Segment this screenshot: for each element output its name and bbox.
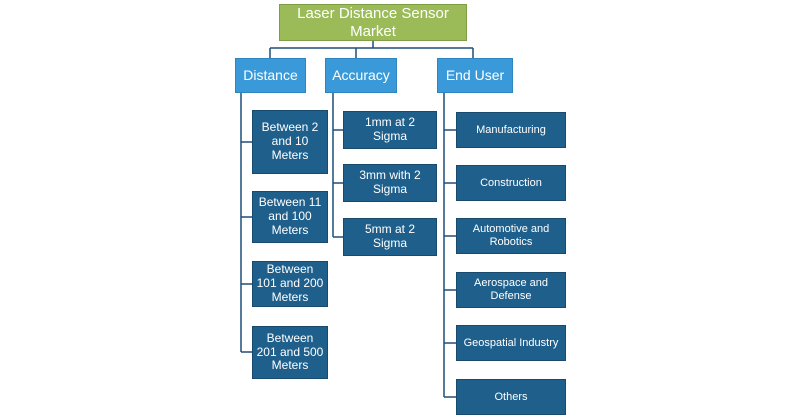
leaf-node: Others (456, 379, 566, 415)
leaf-node: Between 101 and 200 Meters (252, 261, 328, 307)
leaf-node: Between 11 and 100 Meters (252, 191, 328, 243)
leaf-label: 1mm at 2 Sigma (364, 115, 415, 143)
root-node: Laser Distance Sensor Market (279, 4, 467, 41)
leaf-label: 3mm with 2 Sigma (359, 168, 421, 196)
leaf-label: Between 11 and 100 Meters (258, 195, 322, 237)
category-distance: Distance (235, 58, 306, 93)
leaf-node: Construction (456, 165, 566, 201)
category-accuracy: Accuracy (325, 58, 397, 93)
leaf-node: Between 201 and 500 Meters (252, 326, 328, 379)
leaf-label: Aerospace and Defense (474, 277, 548, 302)
category-end-user: End User (437, 58, 513, 93)
leaf-label: Construction (480, 176, 542, 189)
category-label: End User (445, 67, 505, 84)
leaf-node: Manufacturing (456, 112, 566, 148)
leaf-node: Automotive and Robotics (456, 218, 566, 254)
category-label: Distance (243, 67, 298, 84)
leaf-node: 5mm at 2 Sigma (343, 218, 437, 256)
category-label: Accuracy (332, 67, 390, 84)
leaf-label: Between 2 and 10 Meters (261, 120, 319, 162)
leaf-label: Between 201 and 500 Meters (256, 330, 324, 373)
leaf-node: 3mm with 2 Sigma (343, 164, 437, 202)
leaf-node: Aerospace and Defense (456, 272, 566, 308)
leaf-node: Between 2 and 10 Meters (252, 110, 328, 174)
root-title: Laser Distance Sensor Market (297, 5, 449, 40)
leaf-label: 5mm at 2 Sigma (364, 222, 415, 250)
leaf-label: Manufacturing (476, 123, 546, 136)
leaf-label: Between 101 and 200 Meters (256, 262, 324, 304)
leaf-label: Others (494, 390, 528, 403)
leaf-node: 1mm at 2 Sigma (343, 111, 437, 149)
leaf-label: Automotive and Robotics (472, 223, 550, 248)
leaf-label: Geospatial Industry (463, 336, 559, 349)
leaf-node: Geospatial Industry (456, 325, 566, 361)
